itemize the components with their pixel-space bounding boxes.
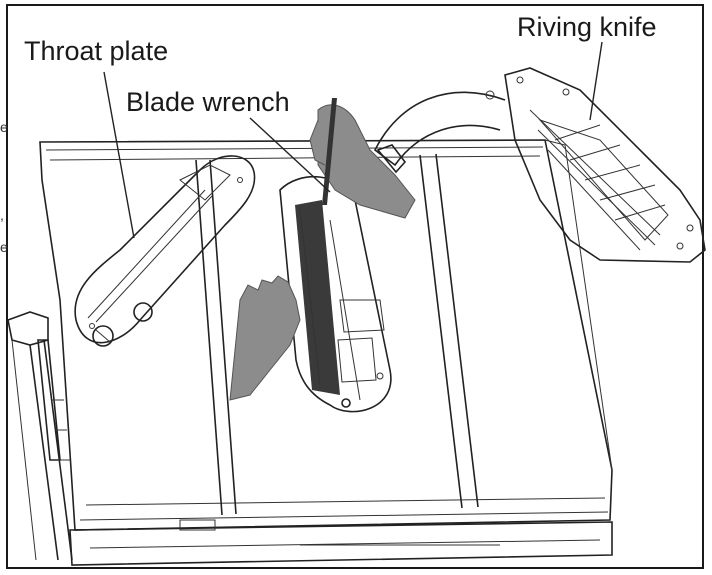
blade-wrench-label: Blade wrench <box>126 87 290 117</box>
throat-plate-leader <box>103 71 135 239</box>
hand-lower <box>229 275 301 401</box>
riving-knife <box>373 67 706 263</box>
throat-plate-label: Throat plate <box>24 36 169 66</box>
edge-glyph: e <box>0 239 8 255</box>
throat-plate <box>74 155 256 347</box>
riving-knife-label: Riving knife <box>517 12 657 42</box>
throat-opening <box>279 175 392 413</box>
saw-table <box>39 139 613 566</box>
blade-wrench-leader <box>249 117 331 193</box>
edge-glyph: e <box>0 119 8 135</box>
blade-wrench <box>322 98 337 205</box>
riving-knife-leader <box>589 41 603 121</box>
edge-glyph: , <box>0 207 4 223</box>
hand-upper <box>309 104 416 219</box>
leader-lines <box>103 41 603 239</box>
rip-fence <box>7 311 73 561</box>
